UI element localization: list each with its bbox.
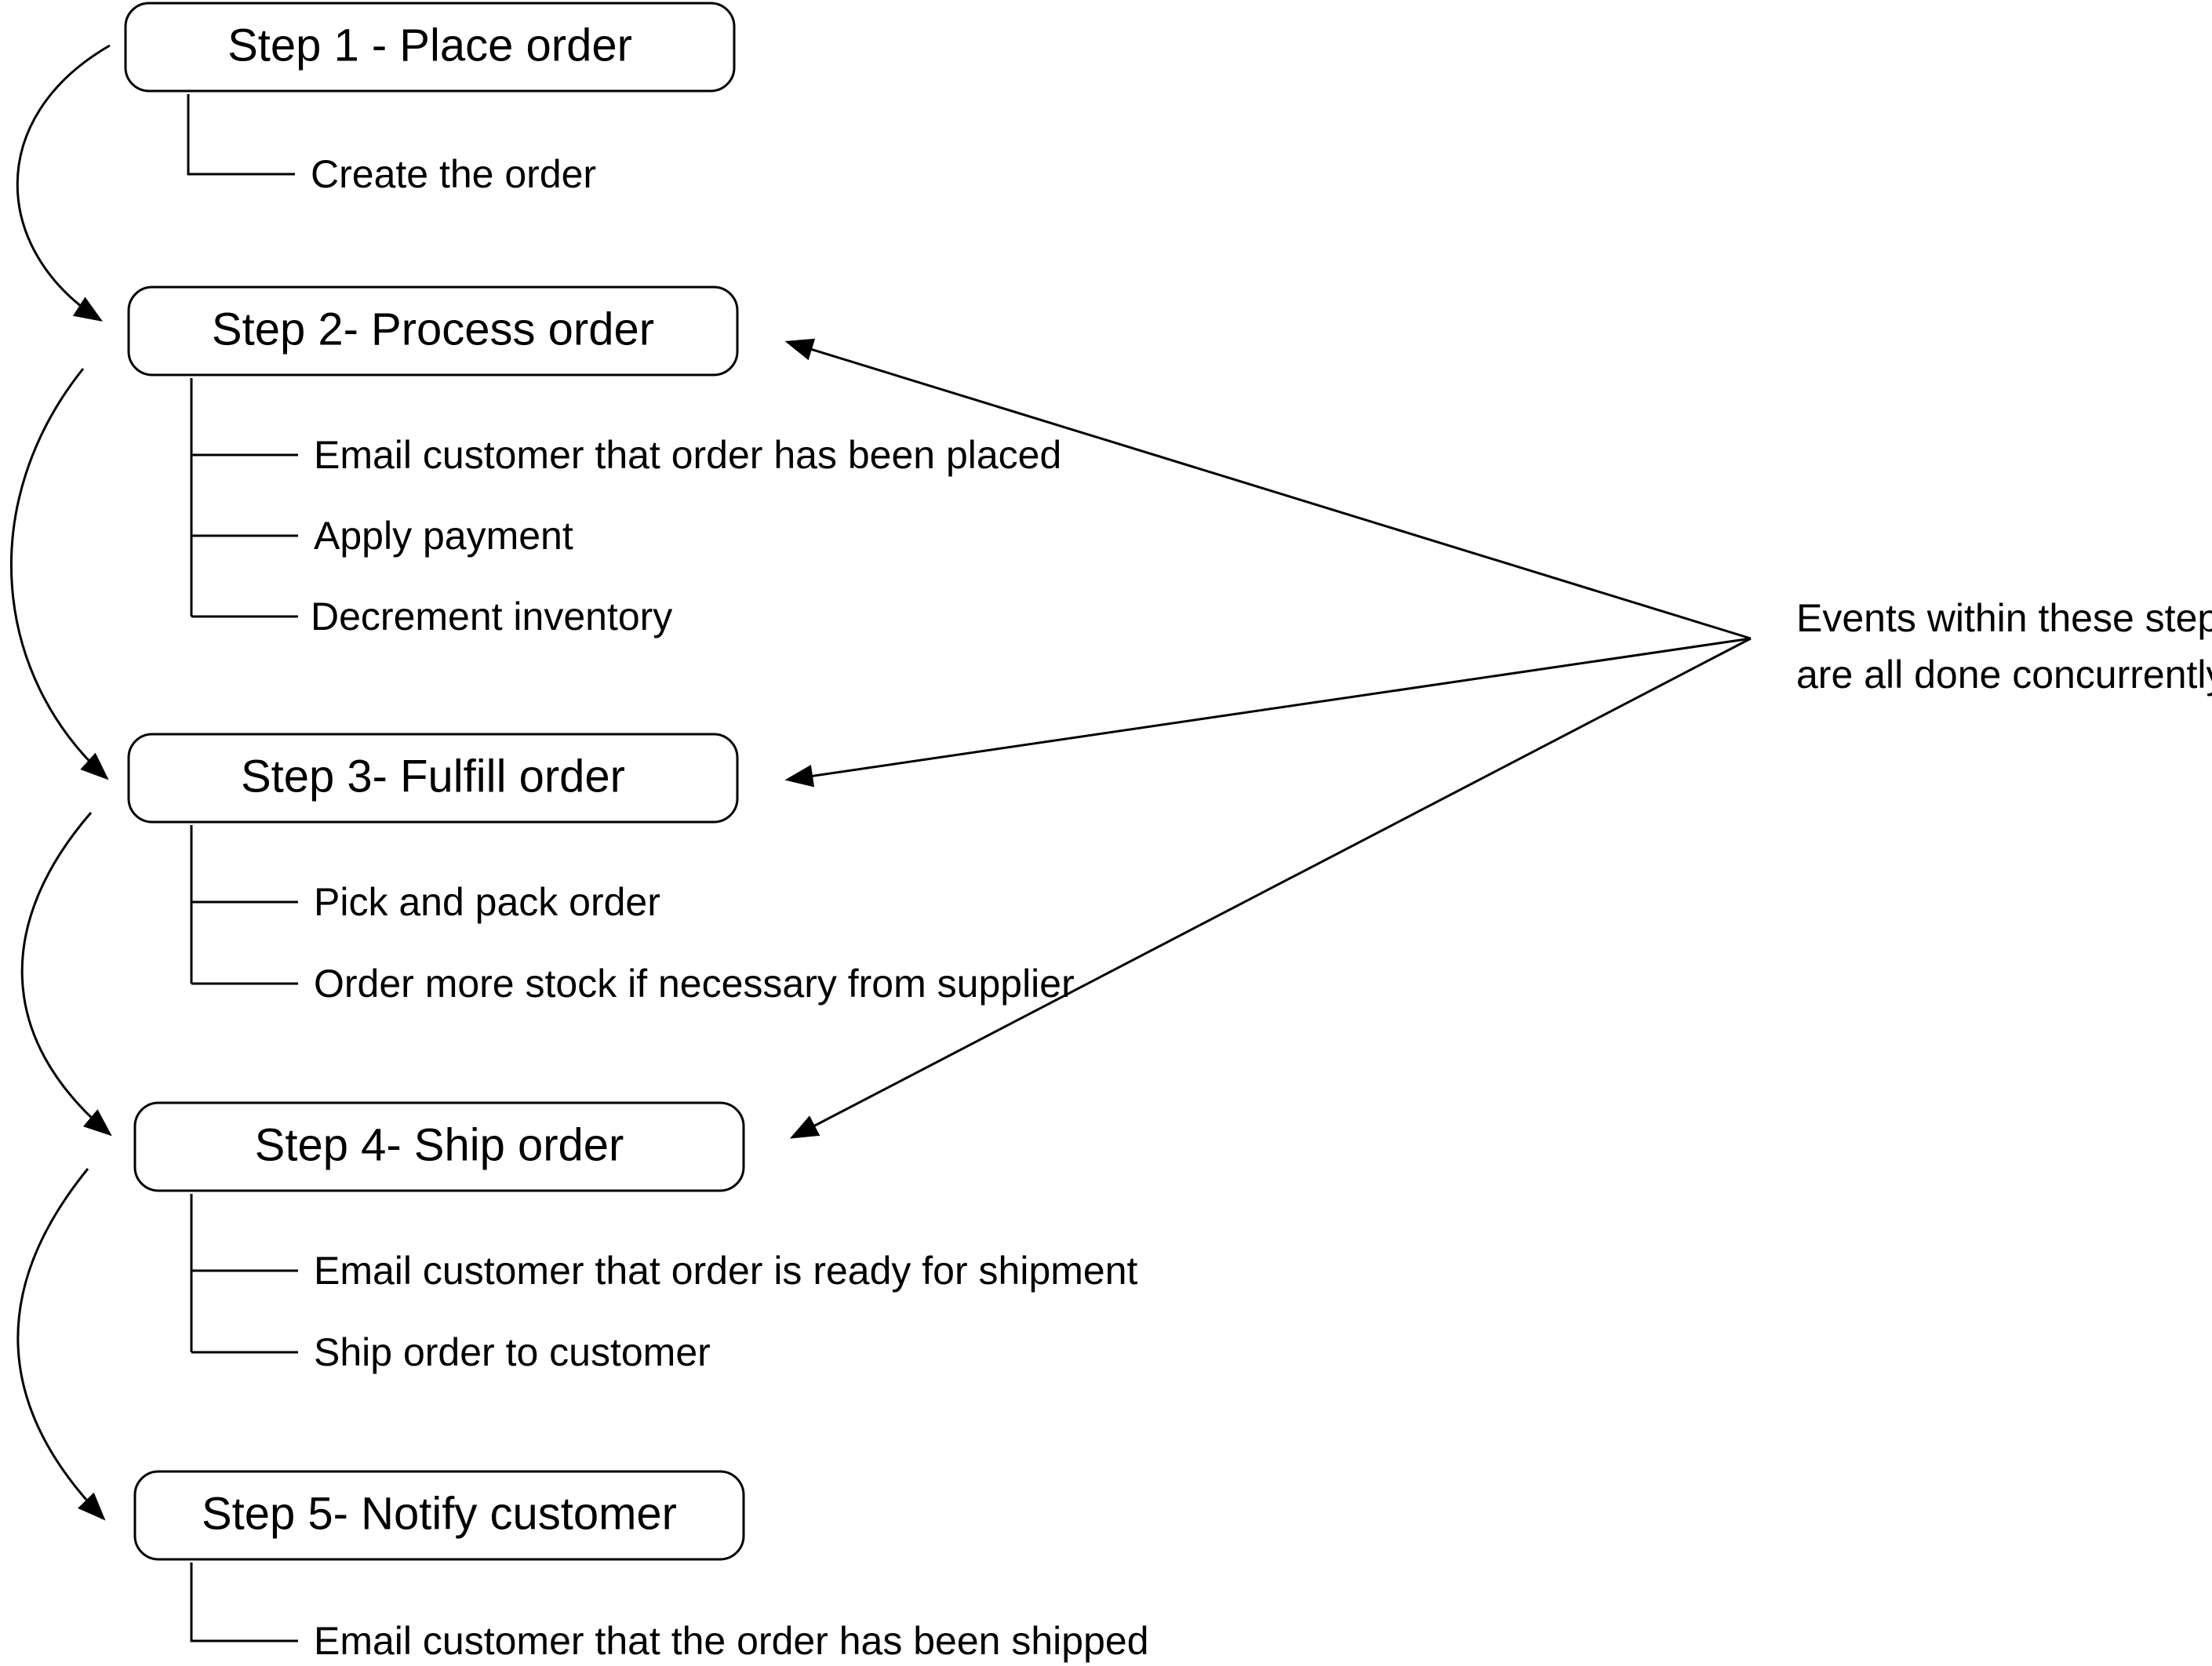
flow-arrows: [9, 44, 112, 1521]
step-5-task-1: Email customer that the order has been s…: [314, 1619, 1149, 1663]
flow-arrow-2-to-3: [9, 368, 109, 780]
step-3-box: Step 3- Fulfill order: [127, 733, 739, 824]
step-1-connector: [187, 94, 295, 176]
step-5-title: Step 5- Notify customer: [202, 1488, 677, 1539]
step-4: Step 4- Ship order Email customer that o…: [133, 1101, 1138, 1374]
note-line-2: are all done concurrently: [1796, 653, 2212, 697]
step-2-title: Step 2- Process order: [212, 304, 654, 355]
step-1-box: Step 1 - Place order: [124, 2, 736, 93]
step-2: Step 2- Process order Email customer tha…: [127, 286, 1061, 638]
flow-arrow-3-to-4: [20, 812, 112, 1137]
step-4-box: Step 4- Ship order: [133, 1101, 745, 1192]
note-line-1: Events within these steps: [1796, 596, 2212, 640]
step-2-task-2: Apply payment: [314, 514, 573, 558]
step-1-title: Step 1 - Place order: [227, 20, 632, 71]
step-2-task-1: Email customer that order has been place…: [314, 433, 1061, 477]
step-4-task-2: Ship order to customer: [314, 1330, 711, 1374]
step-4-task-1: Email customer that order is ready for s…: [314, 1249, 1138, 1293]
step-2-box: Step 2- Process order: [127, 286, 739, 376]
step-3: Step 3- Fulfill order Pick and pack orde…: [127, 733, 1075, 1006]
step-4-title: Step 4- Ship order: [255, 1119, 624, 1170]
flow-arrow-1-to-2: [16, 44, 111, 322]
step-3-task-2: Order more stock if necessary from suppl…: [314, 962, 1075, 1006]
step-5: Step 5- Notify customer Email customer t…: [133, 1470, 1149, 1663]
step-5-box: Step 5- Notify customer: [133, 1470, 745, 1561]
note-arrow-to-step-3: [784, 637, 1752, 788]
step-5-connector: [190, 1562, 298, 1642]
step-1: Step 1 - Place order Create the order: [124, 2, 736, 196]
step-3-task-1: Pick and pack order: [314, 880, 660, 924]
step-2-task-3: Decrement inventory: [311, 595, 672, 638]
note-arrow-to-step-4: [789, 637, 1752, 1139]
step-3-title: Step 3- Fulfill order: [241, 751, 625, 802]
concurrency-note: Events within these steps are all done c…: [784, 338, 2212, 1139]
note-arrow-to-step-2: [784, 338, 1752, 640]
flow-arrow-4-to-5: [16, 1168, 106, 1521]
step-1-task-1: Create the order: [311, 152, 596, 196]
